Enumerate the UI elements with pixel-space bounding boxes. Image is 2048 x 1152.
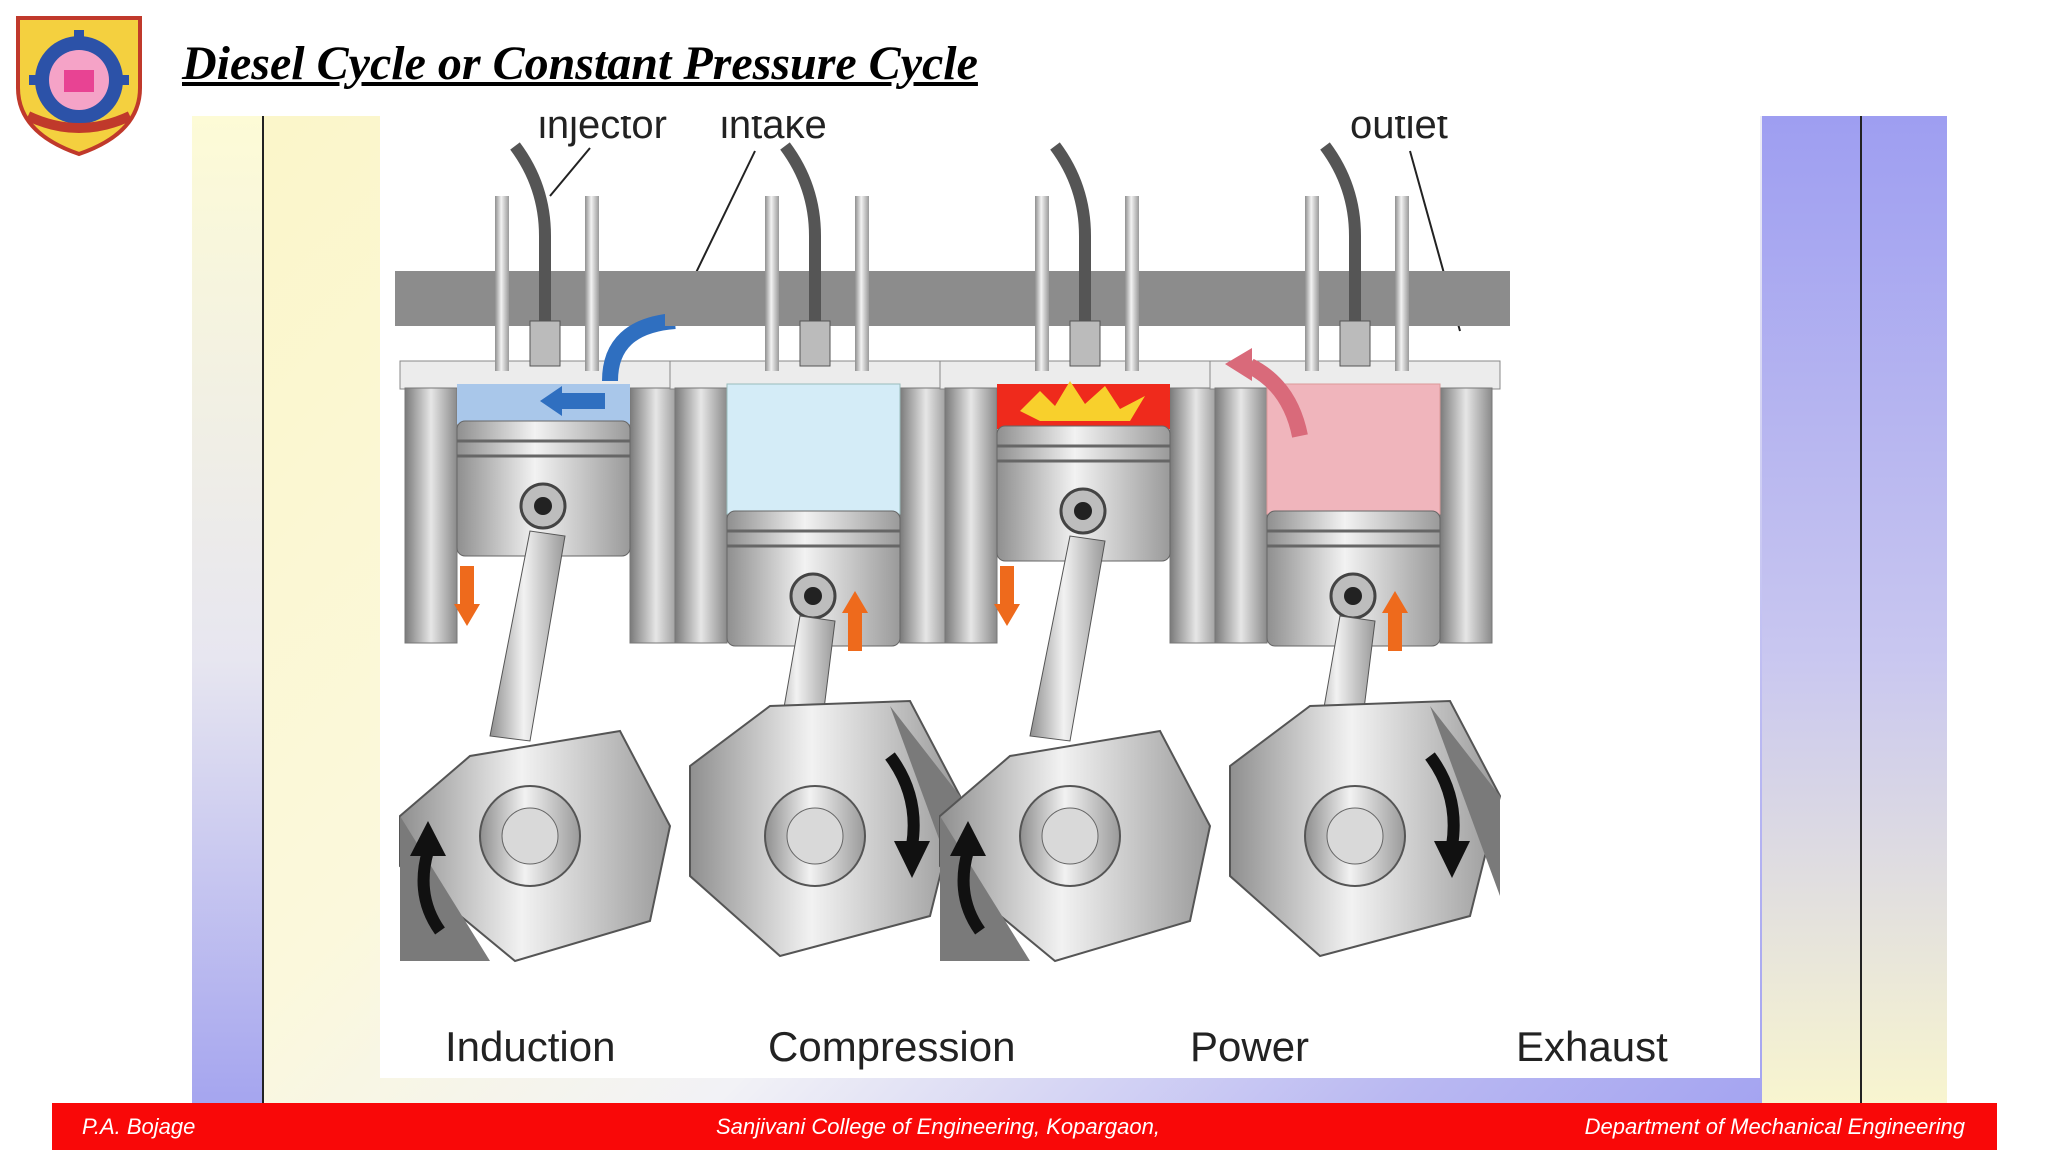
footer-college: Sanjivani College of Engineering, Koparg…: [716, 1114, 1160, 1139]
label-injector: injector: [538, 116, 667, 147]
cylinder-exhaust: [1205, 142, 1510, 958]
stroke-label-exhaust: Exhaust: [1516, 1023, 1668, 1070]
slide-footer: P.A. Bojage Sanjivani College of Enginee…: [52, 1103, 1997, 1150]
stroke-label-compression: Compression: [768, 1023, 1015, 1070]
stroke-label-induction: Induction: [445, 1023, 615, 1070]
label-intake: intake: [720, 116, 827, 147]
frame-left-band: [192, 116, 262, 1103]
stroke-label-power: Power: [1190, 1023, 1309, 1070]
footer-department: Department of Mechanical Engineering: [1584, 1114, 1965, 1139]
frame-left-line: [262, 116, 264, 1103]
college-emblem-icon: [4, 8, 154, 158]
footer-author: P.A. Bojage: [82, 1114, 196, 1139]
cylinder-induction: [395, 142, 700, 963]
label-outlet: outlet: [1350, 116, 1448, 147]
slide-title: Diesel Cycle or Constant Pressure Cycle: [182, 37, 978, 90]
cylinder-power: [935, 142, 1240, 963]
four-stroke-diagram: injector intake outlet: [380, 116, 1760, 1078]
frame-right-line: [1860, 116, 1862, 1103]
cylinder-compression: [665, 142, 970, 958]
frame-right-band: [1762, 116, 1947, 1103]
